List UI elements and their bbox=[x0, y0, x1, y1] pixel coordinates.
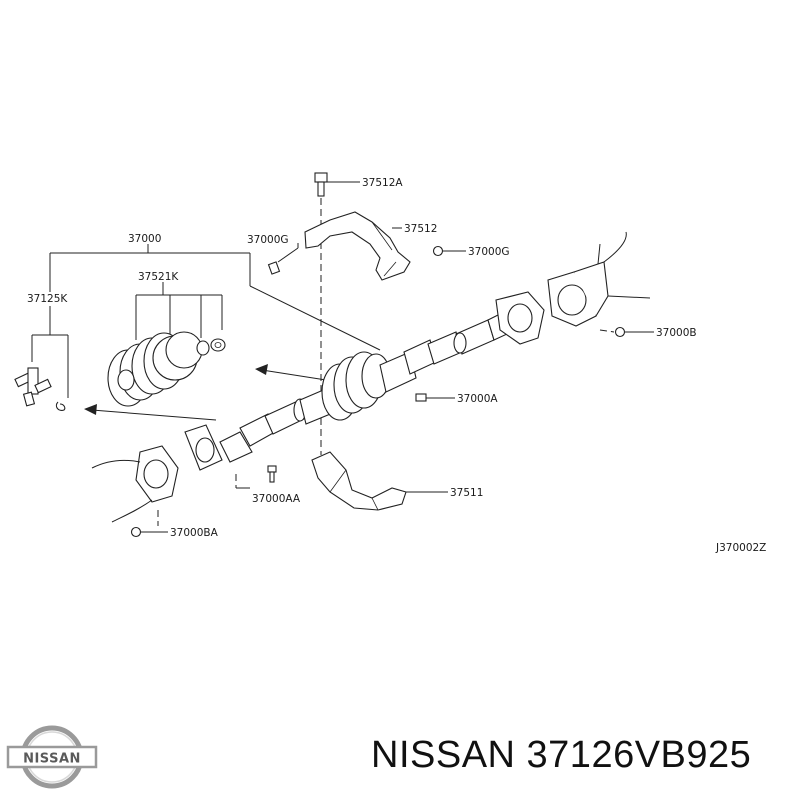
callout-37000AA: 37000AA bbox=[252, 493, 301, 505]
callout-37000A: 37000A bbox=[457, 393, 498, 405]
upper-bracket-37512 bbox=[304, 211, 411, 281]
callout-37521K: 37521K bbox=[138, 271, 179, 283]
callout-37000: 37000 bbox=[128, 233, 161, 245]
callout-37512: 37512 bbox=[404, 223, 437, 235]
nut-37000BA bbox=[130, 510, 168, 538]
svg-text:NISSAN: NISSAN bbox=[23, 752, 81, 767]
nut-37000G-right bbox=[432, 245, 466, 257]
assembly-bracket-37000 bbox=[49, 244, 381, 351]
bracket-37521K bbox=[135, 282, 223, 340]
front-companion-flange bbox=[91, 445, 179, 523]
propeller-shaft bbox=[184, 291, 545, 471]
diagram-code: J370002Z bbox=[715, 542, 766, 554]
arrow-upper bbox=[255, 364, 327, 381]
callout-37000G-left: 37000G bbox=[247, 234, 289, 246]
rear-companion-flange bbox=[547, 231, 651, 327]
callout-37125K: 37125K bbox=[27, 293, 68, 305]
lower-bracket-37511 bbox=[311, 451, 448, 511]
nissan-logo: NISSAN bbox=[6, 725, 98, 789]
bolt-37512A bbox=[314, 172, 360, 197]
callout-37511: 37511 bbox=[450, 487, 483, 499]
center-bearing-exploded bbox=[107, 331, 226, 407]
bolt-37000G-left bbox=[267, 243, 299, 275]
arrow-lower bbox=[84, 404, 217, 421]
callout-37512A: 37512A bbox=[362, 177, 403, 189]
callout-37000BA: 37000BA bbox=[170, 527, 219, 539]
nut-37000B bbox=[599, 326, 654, 338]
bolt-37000A bbox=[415, 393, 455, 402]
callout-37000G-right: 37000G bbox=[468, 246, 510, 258]
bolt-37000AA bbox=[235, 465, 277, 489]
exploded-parts-diagram: 37512A 37512 37000G 37000G 37000 37521K bbox=[14, 172, 766, 554]
universal-joint-cross bbox=[14, 367, 52, 407]
snap-ring bbox=[55, 401, 66, 411]
callout-37000B: 37000B bbox=[656, 327, 697, 339]
brand-part-number: NISSAN 37126VB925 bbox=[371, 734, 752, 776]
bracket-37125K bbox=[31, 306, 69, 398]
